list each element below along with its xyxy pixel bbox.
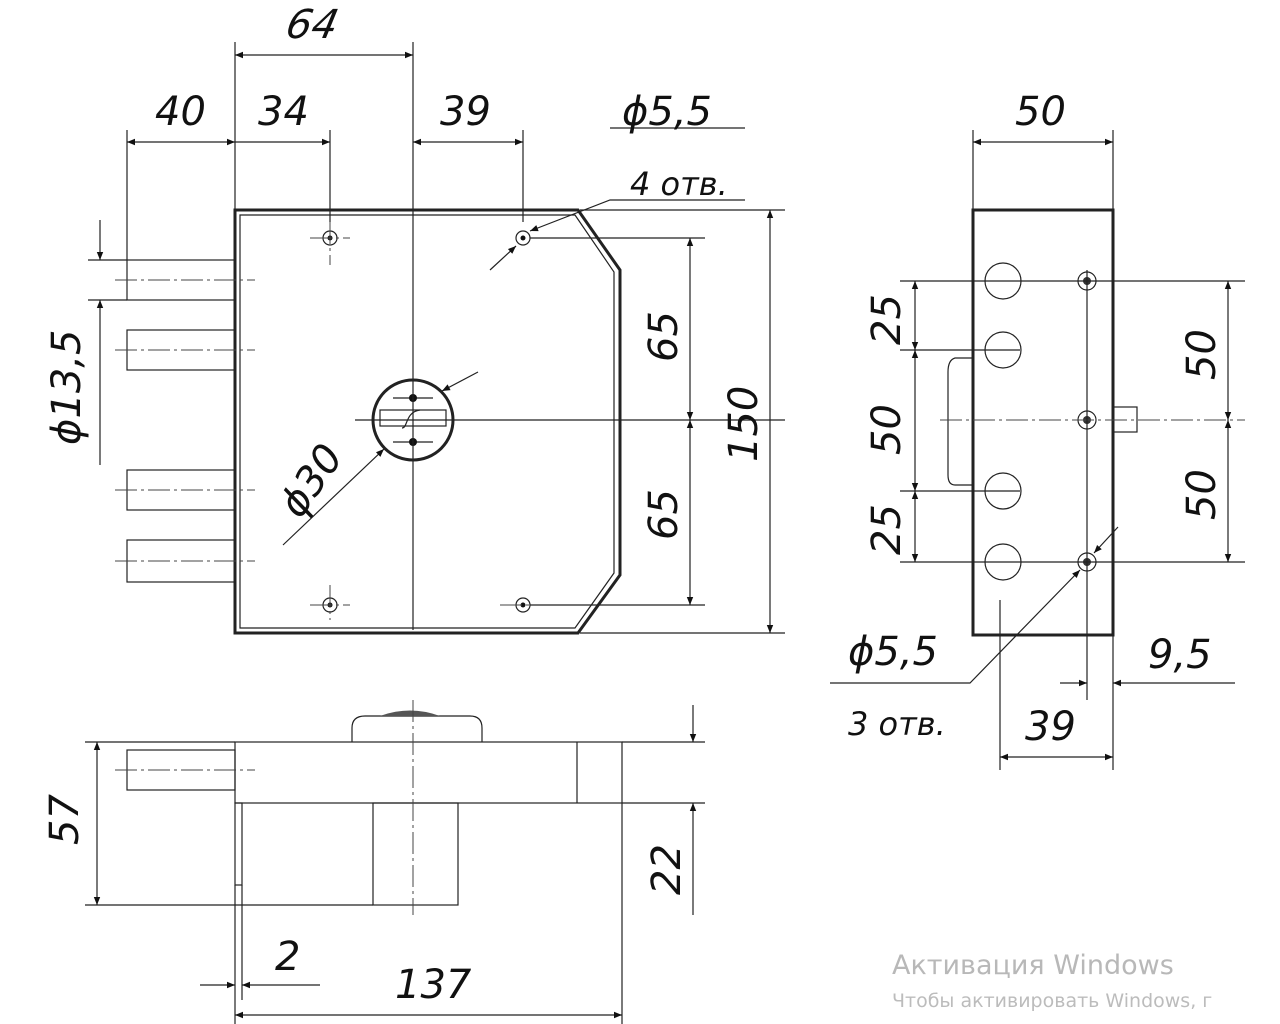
dim-65-lower: 65 bbox=[641, 489, 687, 540]
dim-side-50-top: 50 bbox=[1015, 89, 1066, 135]
dim-side-25-upper: 25 bbox=[864, 294, 910, 345]
bolts bbox=[115, 259, 255, 583]
dim-137: 137 bbox=[395, 962, 472, 1008]
dim-34: 34 bbox=[258, 89, 309, 135]
windows-activation-title: Активация Windows bbox=[892, 950, 1174, 981]
dim-side-50-right-lower: 50 bbox=[1179, 469, 1225, 520]
dim-side-25-lower: 25 bbox=[864, 504, 910, 555]
dim-side-9-5: 9,5 bbox=[1148, 632, 1212, 678]
dim-cylinder-diameter: ϕ30 bbox=[271, 436, 353, 526]
dim-hole-diameter: ϕ5,5 bbox=[622, 89, 712, 135]
dim-side-50-right-upper: 50 bbox=[1179, 329, 1225, 380]
dim-150: 150 bbox=[721, 386, 767, 462]
dim-bolt-diameter: ϕ13,5 bbox=[44, 330, 90, 445]
dim-side-hole-diameter: ϕ5,5 bbox=[848, 629, 938, 675]
dim-side-50-middle: 50 bbox=[864, 404, 910, 455]
dim-side-holes-count: 3 отв. bbox=[848, 705, 946, 743]
dim-39: 39 bbox=[440, 89, 491, 135]
dim-65-upper: 65 bbox=[641, 311, 687, 362]
dim-holes-count: 4 отв. bbox=[630, 165, 728, 203]
bottom-view: 57 22 2 137 bbox=[42, 700, 705, 1024]
bottom-body-outline bbox=[234, 741, 623, 804]
front-view: 64 40 34 39 ϕ5,5 4 отв. ϕ13,5 ϕ30 65 65 … bbox=[44, 0, 785, 635]
dim-side-39: 39 bbox=[1025, 704, 1076, 750]
dim-64: 64 bbox=[282, 0, 343, 47]
lock-body-outline bbox=[233, 208, 622, 635]
dim-40: 40 bbox=[155, 89, 206, 135]
mounting-holes bbox=[310, 222, 545, 620]
dim-22: 22 bbox=[644, 844, 690, 895]
windows-activation-subtitle: Чтобы активировать Windows, г bbox=[892, 990, 1213, 1012]
dim-57: 57 bbox=[42, 794, 88, 845]
side-bolt-holes bbox=[984, 262, 1022, 581]
dim-2: 2 bbox=[275, 934, 300, 980]
side-view: 50 25 50 25 50 50 ϕ5,5 3 отв. 9,5 39 bbox=[830, 89, 1245, 770]
